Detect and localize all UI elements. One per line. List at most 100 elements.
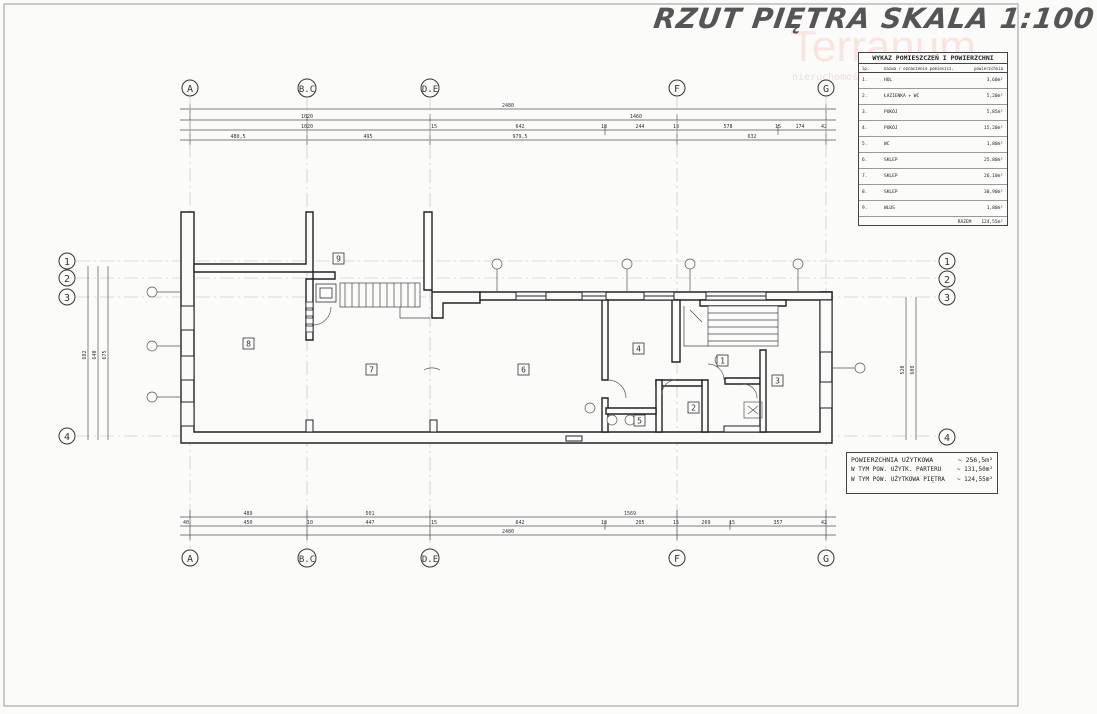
svg-text:632: 632: [747, 134, 756, 140]
svg-text:174: 174: [795, 124, 804, 130]
wall-markers: [146, 258, 866, 426]
axis-label-top-f: F: [674, 84, 680, 95]
col-header-name: nazwa / oznaczenie pomieszcz.: [884, 65, 954, 71]
svg-text:480,5: 480,5: [230, 134, 245, 140]
usable-area-summary: POWIERZCHNIA UŻYTKOWA ~ 256,5m² W TYM PO…: [846, 452, 998, 494]
windows-top: [515, 291, 767, 301]
floor-plan-drawing: A B.C D.E F G 2480 1020 1460 1020 15 642…: [3, 3, 1019, 707]
svg-text:675: 675: [102, 350, 108, 359]
bottom-wall-details: [305, 419, 761, 442]
room-table-total: RAZEM 124,55m²: [859, 217, 1007, 225]
area-row-value: ~ 131,50m²: [956, 466, 993, 473]
col-header-no: lp.: [862, 65, 870, 71]
area-row-label: POWIERZCHNIA UŻYTKOWA: [851, 456, 934, 464]
axis-label-top-bc: B.C: [299, 85, 315, 95]
svg-text:3: 3: [64, 293, 70, 304]
room-no: 9.: [862, 206, 868, 211]
dimension-lines-bottom: [180, 510, 836, 540]
room-label-2: 2: [691, 404, 696, 413]
svg-text:2: 2: [64, 274, 70, 285]
dimension-texts-top: 2480 1020 1460 1020 15 642 18 244 18 578…: [230, 103, 827, 140]
svg-text:40: 40: [183, 520, 189, 526]
area-row: W TYM POW. UŻYTK. PARTERU ~ 131,50m²: [851, 465, 993, 475]
svg-text:2480: 2480: [502, 103, 514, 109]
grid-axis-lines: [76, 96, 940, 548]
svg-text:1460: 1460: [630, 114, 642, 120]
watermark-subtitle: nieruchomości: [792, 72, 871, 83]
svg-text:18: 18: [601, 520, 607, 526]
svg-text:1: 1: [944, 257, 950, 268]
room-area: 3,60m²: [986, 78, 1003, 83]
room-label-8: 8: [246, 340, 251, 349]
room-area: 25,80m²: [984, 158, 1003, 163]
room-label-5: 5: [637, 417, 642, 426]
room-label-1: 1: [720, 357, 725, 366]
room-name: WLUS: [884, 206, 895, 211]
svg-text:15: 15: [775, 124, 781, 130]
door-swings: [312, 306, 763, 419]
col-header-area: powierzchnia: [974, 65, 1003, 71]
svg-text:42: 42: [821, 124, 827, 130]
room-area: 1,80m²: [986, 206, 1003, 211]
room-no: 5.: [862, 142, 868, 147]
svg-text:18: 18: [673, 124, 679, 130]
svg-text:501: 501: [365, 511, 374, 517]
room-label-4: 4: [636, 345, 641, 354]
room-label-3: 3: [775, 377, 780, 386]
area-row-label: W TYM POW. UŻYTKOWA PIĘTRA: [851, 476, 945, 483]
svg-text:495: 495: [363, 134, 372, 140]
room-name: ŁAZIENKA + WC: [884, 94, 920, 99]
drawing-title: RZUT PIĘTRA SKALA 1:100: [651, 2, 1097, 35]
svg-text:682: 682: [82, 350, 88, 359]
windows-right: [819, 299, 833, 409]
axis-bubbles-bottom: A B.C D.E F G: [181, 548, 835, 568]
ventilation-shafts: [305, 283, 337, 333]
room-schedule-table: WYKAZ POMIESZCZEŃ I POWIERZCHNI lp. nazw…: [858, 52, 1008, 226]
axis-label-top-a: A: [187, 84, 193, 95]
dimension-lines-left: [87, 266, 109, 440]
room-name: POKÓJ: [884, 110, 898, 115]
svg-text:1: 1: [64, 257, 70, 268]
dimension-lines-right: [905, 297, 917, 440]
room-no: 6.: [862, 158, 868, 163]
svg-text:979,5: 979,5: [512, 134, 527, 140]
dimension-texts-left: 682 640 675: [82, 350, 108, 359]
room-label-9: 9: [336, 255, 341, 264]
svg-text:489: 489: [243, 511, 252, 517]
page-frame: [3, 3, 1019, 707]
svg-text:205: 205: [635, 520, 644, 526]
room-area: 1,80m²: [986, 142, 1003, 147]
total-label: RAZEM: [957, 220, 972, 225]
svg-text:578: 578: [723, 124, 732, 130]
dimension-lines-top: [180, 104, 836, 145]
svg-text:269: 269: [701, 520, 710, 526]
room-label-6: 6: [521, 366, 526, 375]
dimension-texts-right: 520 608: [900, 365, 916, 374]
svg-text:4: 4: [944, 433, 950, 444]
svg-text:640: 640: [92, 350, 98, 359]
svg-text:15: 15: [673, 520, 679, 526]
room-name: POKÓJ: [884, 126, 898, 131]
room-no: 4.: [862, 126, 868, 131]
svg-text:4: 4: [64, 432, 70, 443]
svg-text:2480: 2480: [502, 529, 514, 535]
room-no: 1.: [862, 78, 868, 83]
windows-left: [180, 305, 195, 427]
svg-text:15: 15: [431, 520, 437, 526]
svg-text:447: 447: [365, 520, 374, 526]
svg-text:520: 520: [900, 365, 906, 374]
area-row-value: ~ 124,55m²: [956, 476, 993, 483]
room-area: 26,10m²: [984, 174, 1003, 179]
room-no: 3.: [862, 110, 868, 115]
table-row: 9. WLUS 1,80m²: [859, 201, 1007, 217]
svg-text:15: 15: [431, 124, 437, 130]
svg-text:42: 42: [821, 520, 827, 526]
svg-text:244: 244: [635, 124, 644, 130]
svg-text:642: 642: [515, 124, 524, 130]
room-area: 5,20m²: [986, 94, 1003, 99]
